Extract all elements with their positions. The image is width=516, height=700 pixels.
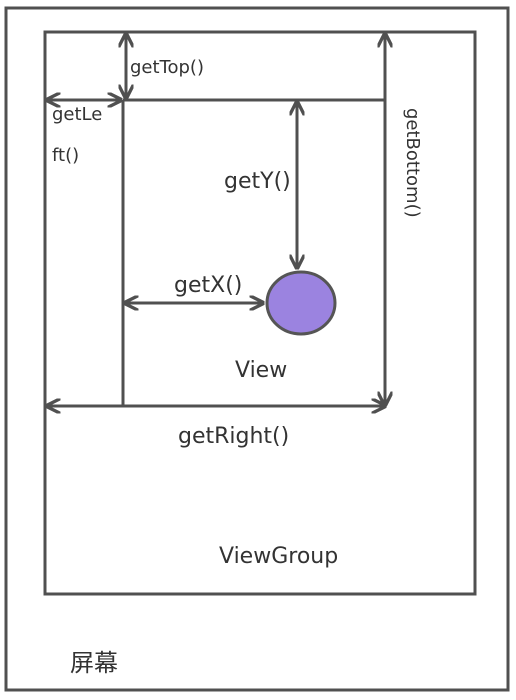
screen-label: 屏幕 xyxy=(70,649,118,677)
get-left-label-line1: getLe xyxy=(52,104,102,125)
get-left-label-line2: ft() xyxy=(52,145,79,166)
touch-point-circle xyxy=(265,270,337,336)
get-bottom-label: getBottom() xyxy=(402,108,423,218)
get-top-label: getTop() xyxy=(130,57,204,78)
screen-frame xyxy=(4,6,510,692)
get-y-label: getY() xyxy=(224,169,291,194)
get-right-label: getRight() xyxy=(178,424,289,449)
view-label: View xyxy=(235,358,287,383)
get-x-label: getX() xyxy=(174,273,242,298)
viewgroup-label: ViewGroup xyxy=(219,544,338,569)
viewgroup-frame xyxy=(43,30,477,596)
